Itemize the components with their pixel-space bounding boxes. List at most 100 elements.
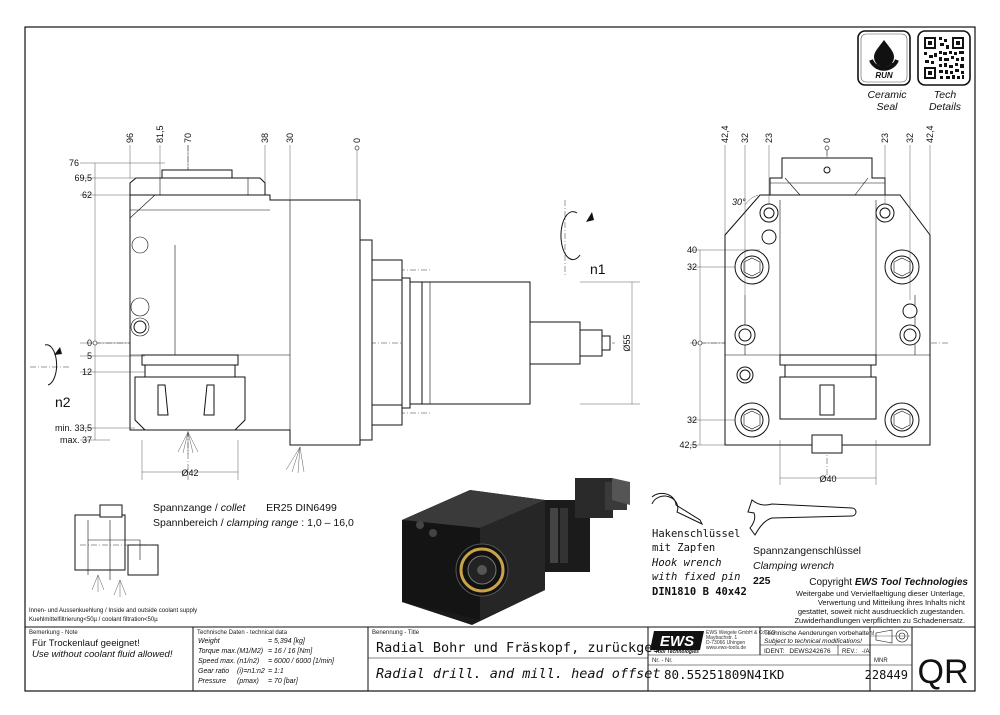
nr-label: Nr. - Nr. <box>652 658 673 664</box>
tech-pressure-value: = 70 [bar] <box>268 678 299 685</box>
dim-69-5: 69,5 <box>74 173 92 183</box>
product-3d-render <box>402 478 630 625</box>
hook-wrench-en1: Hook wrench <box>651 557 722 569</box>
dim-62: 62 <box>82 190 92 200</box>
dim-front-42-5: 42,5 <box>679 440 697 450</box>
rotation-n1-label: n1 <box>590 261 606 277</box>
seal-label: Seal <box>876 101 898 113</box>
clamping-wrench-text: Spannzangenschlüssel Clamping wrench 225 <box>753 545 861 587</box>
tech-weight-value: = 5,394 [kg] <box>268 638 306 645</box>
dim-front-32-lower: 32 <box>687 415 697 425</box>
ceramic-seal-badge[interactable]: DRY RUN <box>857 30 911 86</box>
clamping-range-value: : 1,0 – 16,0 <box>301 517 354 529</box>
tech-torque-value: = 16 / 16 [Nm] <box>268 648 313 655</box>
drop-icon <box>874 40 894 67</box>
dim-front-32-upper: 32 <box>687 262 697 272</box>
clamping-wrench-de: Spannzangenschlüssel <box>753 545 861 557</box>
hook-wrench-text: Hakenschlüssel mit Zapfen Hook wrench wi… <box>651 528 747 598</box>
dim-76: 76 <box>69 158 79 168</box>
dim-front-0-left: 0 <box>692 338 697 348</box>
dim-max: max. 37 <box>60 435 92 445</box>
dim-30: 30 <box>285 133 295 143</box>
hook-wrench-spec: DIN1810 B 40x42 <box>652 586 747 598</box>
projection-symbol-icon <box>870 629 910 644</box>
copyright-line-4: Zuwiderhandlungen verpflichten zu Schade… <box>794 616 965 625</box>
clamping-wrench-en: Clamping wrench <box>753 560 834 572</box>
copyright-prefix: Copyright <box>809 577 852 588</box>
tech-speed-value: = 6000 / 6000 [1/min] <box>268 658 335 665</box>
rev-label: REV.: <box>842 649 857 655</box>
collet-label-en: collet <box>221 502 247 514</box>
dim-70: 70 <box>183 133 193 143</box>
dim-5: 5 <box>87 351 92 361</box>
collet-spec-value: ER25 DIN6499 <box>266 502 337 514</box>
side-view-drawing: n1 n2 96 81,5 70 38 30 0 76 69,5 62 0 5 … <box>30 125 640 480</box>
svg-text:Spannzange / collet: Spannzange / collet ER25 DIN6499 <box>153 502 337 514</box>
ceramic-label: Ceramic <box>867 89 907 101</box>
svg-text:REV.: -/A: REV.: -/A <box>842 649 869 655</box>
copyright-line-3: gestattet, soweit nicht ausdruecklich zu… <box>798 607 965 616</box>
clamping-range-label-de: Spannbereich / <box>153 517 224 529</box>
dim-diameter-40: Ø40 <box>819 474 836 484</box>
sheet-border <box>24 26 976 692</box>
dim-angle-30: 30° <box>732 197 746 207</box>
dim-front-42-4-right: 42,4 <box>925 125 935 143</box>
hook-wrench-de2: mit Zapfen <box>652 542 715 554</box>
run-text: RUN <box>875 71 893 80</box>
remark-en: Use without coolant fluid allowed! <box>32 649 173 660</box>
qr-code-text: QR <box>918 653 969 691</box>
clamping-wrench-drawing <box>747 499 857 536</box>
dim-front-32-left: 32 <box>740 133 750 143</box>
svg-text:IDENT: DEWS242676: IDENT: DEWS242676 <box>764 648 831 655</box>
company-line-1: EWS Weigele GmbH & Co. KG <box>706 630 775 636</box>
change-note-en: Subject to technical modifications! <box>764 638 862 645</box>
dim-38: 38 <box>260 133 270 143</box>
details-label: Details <box>929 101 962 113</box>
dim-min: min. 33,5 <box>55 423 92 433</box>
tech-weight-label: Weight <box>198 638 221 645</box>
copyright-brand: EWS Tool Technologies <box>855 577 969 588</box>
tech-pressure-label: Pressure <box>198 678 226 685</box>
rev-value: -/A <box>862 649 870 655</box>
company-line-3: D-73066 Uhingen <box>706 640 745 646</box>
dim-81-5: 81,5 <box>155 125 165 143</box>
coolant-note-2: Kuehlmittelfiltrierung<50µ / coolant fil… <box>29 617 158 623</box>
ident-value: DEWS242676 <box>789 648 831 655</box>
copyright-notice: Copyright EWS Tool Technologies Weiterga… <box>794 577 968 625</box>
hook-wrench-de1: Hakenschlüssel <box>652 528 741 540</box>
collet-label-de: Spannzange / <box>153 502 218 514</box>
tech-gear-unit: (i)=n1:n2 <box>237 668 265 675</box>
collet-spec: Spannzange / collet ER25 DIN6499 Spannbe… <box>153 502 354 529</box>
dim-front-0-top: 0 <box>822 138 832 143</box>
dim-front-32-right: 32 <box>905 133 915 143</box>
clamping-range-label-en: clamping range <box>227 517 299 529</box>
copyright-line-1: Weitergabe und Vervielfaeltigung dieser … <box>796 589 965 598</box>
tech-gear-value: = 1:1 <box>268 668 284 675</box>
dim-0-top: 0 <box>352 138 362 143</box>
hook-wrench-en2: with fixed pin <box>652 571 741 583</box>
ews-logo: EWS Tool Technologies <box>650 631 704 655</box>
remark-de: Für Trockenlauf geeignet! <box>32 638 140 649</box>
drawing-title-en: Radial drill. and mill. head offset <box>376 666 660 682</box>
tech-label: Tech <box>934 89 957 101</box>
dim-front-23-right: 23 <box>880 133 890 143</box>
tech-torque-unit: (M1/M2) <box>237 648 263 655</box>
clamping-wrench-spec: 225 <box>753 575 771 587</box>
copyright-line-2: Verwertung und Mitteilung ihres Inhalts … <box>818 598 966 607</box>
mnr-value: 228449 <box>865 668 908 682</box>
dim-front-23-left: 23 <box>764 133 774 143</box>
dim-96: 96 <box>125 133 135 143</box>
qr-code-icon[interactable] <box>917 30 971 86</box>
ews-logo-sub: Tool Technologies <box>655 649 699 655</box>
svg-text:Spannbereich / clamping: Spannbereich / clamping range : 1,0 – 16… <box>153 517 354 529</box>
mnr-label: MNR <box>874 658 888 664</box>
tech-gear-label: Gear ratio <box>198 668 229 675</box>
dim-front-42-4-left: 42,4 <box>720 125 730 143</box>
front-view-drawing: 42,4 32 23 0 23 32 42,4 30° 40 32 0 32 4… <box>679 125 950 485</box>
title-block: Bemerkung - Note Für Trockenlauf geeigne… <box>25 626 975 691</box>
dim-front-40: 40 <box>687 245 697 255</box>
coolant-schematic <box>74 504 159 597</box>
company-line-4: www.ews-tools.de <box>706 645 746 651</box>
dry-text: DRY <box>876 62 893 71</box>
